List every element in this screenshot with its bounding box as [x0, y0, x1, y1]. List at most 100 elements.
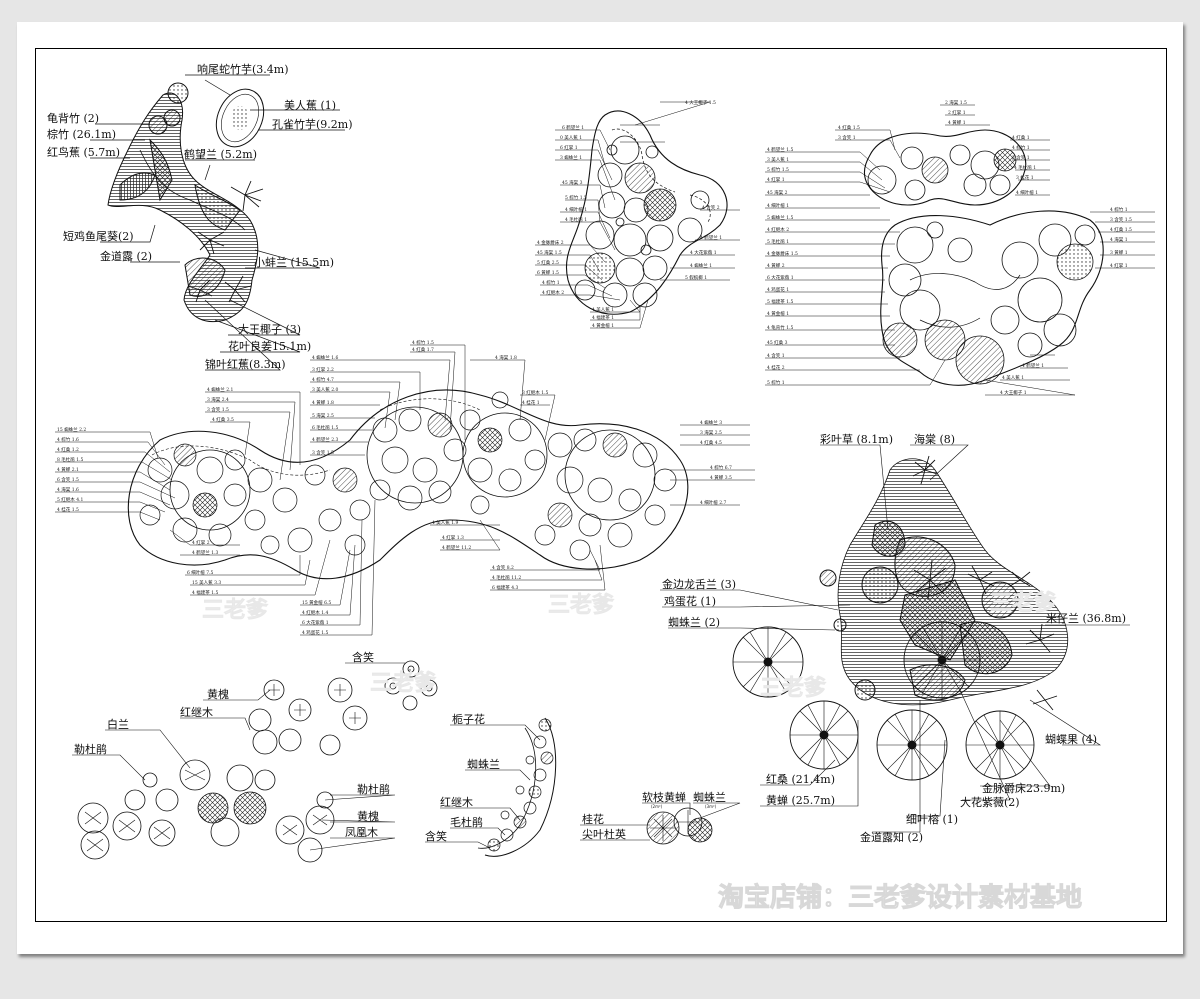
drawing-frame: [35, 48, 1167, 922]
svg-text:4 桂花 2: 4 桂花 2: [767, 364, 785, 371]
legend-label: 含笑: [352, 650, 374, 664]
plan-a-label: 短鸡鱼尾葵(2): [63, 229, 134, 243]
legend-labels: 含笑 黄槐 红继木 白兰 勒杜鹃 勒杜鹃 黄槐 凤凰木 栀子花 蜘蛛兰 红继木 …: [74, 650, 726, 843]
legend-label: 红继木: [440, 796, 473, 809]
svg-text:4 细叶榕 1: 4 细叶榕 1: [1016, 189, 1038, 196]
svg-text:5 福建茶 1.5: 5 福建茶 1.5: [767, 298, 794, 305]
svg-text:4 福建茶 1: 4 福建茶 1: [592, 314, 614, 321]
plan-d-long-bed: 15 蜘蛛兰 2.24 棕竹 1.64 红桑 1.2 8 毛杜鹃 1.54 黄蝉…: [55, 339, 755, 636]
plan-e-label: 红桑 (21.4m): [766, 773, 835, 786]
svg-text:4 鹤望兰 11.2: 4 鹤望兰 11.2: [442, 544, 471, 551]
svg-text:4 美人蕉 1.9: 4 美人蕉 1.9: [432, 519, 459, 526]
svg-text:4 红桑 1.7: 4 红桑 1.7: [412, 346, 434, 353]
plan-e-label: 黄蝉 (25.7m): [766, 793, 835, 807]
plan-a-label: 龟背竹 (2): [47, 111, 99, 125]
svg-text:4 鹤望兰 2.3: 4 鹤望兰 2.3: [312, 436, 339, 443]
svg-text:4 黄金榕 1: 4 黄金榕 1: [592, 322, 614, 329]
symbol-bailan-dujuan: [77, 759, 211, 860]
svg-text:2 红掌 1: 2 红掌 1: [948, 109, 966, 116]
watermarks: 三老爹 三老爹 三老爹 三老爹 三老爹 淘宝店铺：三老爹设计素材基地: [202, 590, 1083, 914]
plan-a-island-bed: [90, 74, 345, 371]
svg-text:4 棕竹 6.7: 4 棕竹 6.7: [710, 464, 732, 471]
plan-a-label: 花叶良姜15.1m): [228, 339, 311, 353]
svg-text:4 大王椰子 1: 4 大王椰子 1: [1000, 389, 1027, 396]
svg-text:3 美人蕉 2.0: 3 美人蕉 2.0: [312, 386, 339, 393]
plan-e-label: 金道露知 (2): [860, 830, 923, 844]
svg-text:3 含笑 1.5: 3 含笑 1.5: [312, 449, 334, 456]
plan-a-label: 棕竹 (26.1m): [47, 127, 116, 141]
svg-text:6 大花紫薇 1: 6 大花紫薇 1: [767, 274, 794, 281]
plan-a-label: 鹤望兰 (5.2m): [184, 147, 257, 161]
svg-text:4 红桑 1: 4 红桑 1: [1012, 134, 1030, 141]
plan-a-label: 红鸟蕉 (5.7m): [47, 145, 120, 159]
plan-e-label: 金边龙舌兰 (3): [662, 577, 736, 591]
svg-text:4 红掌 1: 4 红掌 1: [1110, 262, 1128, 269]
svg-text:5 棕竹 1: 5 棕竹 1: [767, 379, 785, 386]
plan-e-label: 细叶榕 (1): [906, 812, 958, 826]
svg-text:4 蜘蛛兰 1.6: 4 蜘蛛兰 1.6: [312, 354, 339, 361]
svg-text:4 鹤望兰 1.3: 4 鹤望兰 1.3: [192, 549, 219, 556]
legend-label: 黄槐: [207, 687, 229, 701]
legend-label: 栀子花: [452, 712, 485, 726]
plan-b-center-bed: 4 大王椰子 1.56 鹤望兰 1 0 美人蕉 16 红掌 13 蜘蛛兰 1 4…: [535, 99, 740, 329]
svg-text:4 红继木 1.4: 4 红继木 1.4: [302, 609, 329, 616]
svg-text:4 大花紫薇 1: 4 大花紫薇 1: [690, 249, 717, 256]
svg-text:3 黄蝉 1: 3 黄蝉 1: [1110, 249, 1128, 256]
legend-label: 桂花: [582, 812, 604, 826]
symbol-cluster-guihua: [646, 807, 713, 845]
svg-text:4 细叶榕 2.7: 4 细叶榕 2.7: [700, 499, 727, 506]
svg-text:3 含笑 1.5: 3 含笑 1.5: [1110, 216, 1132, 223]
svg-text:3 桂花 1: 3 桂花 1: [1016, 174, 1034, 181]
svg-text:4 含笑 8.2: 4 含笑 8.2: [492, 564, 514, 571]
plan-a-label: 孔雀竹芋(9.2m): [272, 117, 353, 131]
svg-text:4 毛杜鹃 1: 4 毛杜鹃 1: [1014, 164, 1036, 171]
plan-e-label: 蝴蝶果 (4): [1045, 732, 1097, 746]
svg-text:3 含笑 1: 3 含笑 1: [838, 134, 856, 141]
svg-text:45 海棠 1.5: 45 海棠 1.5: [537, 249, 562, 256]
svg-text:4 毛杜鹃 1: 4 毛杜鹃 1: [565, 216, 587, 223]
svg-text:8 毛杜鹃 1.5: 8 毛杜鹃 1.5: [57, 456, 84, 463]
svg-text:4 大王椰子 1.5: 4 大王椰子 1.5: [685, 99, 716, 106]
svg-text:4 海棠 1.8: 4 海棠 1.8: [495, 354, 517, 361]
plan-a-label: 金道露 (2): [100, 249, 152, 263]
svg-text:4 棕竹 1.6: 4 棕竹 1.6: [57, 436, 79, 443]
plan-a-labels: 响尾蛇竹芋(3.4m) 美人蕉 (1) 孔雀竹芋(9.2m) 龟背竹 (2) 棕…: [47, 62, 353, 371]
legend-label: 毛杜鹃: [450, 815, 483, 829]
svg-text:5 假槟榔 1: 5 假槟榔 1: [685, 274, 707, 281]
svg-text:5 毛杜鹃 1: 5 毛杜鹃 1: [767, 238, 789, 245]
svg-text:5 棕竹 1.5: 5 棕竹 1.5: [565, 194, 587, 201]
brand-watermark: 三老爹: [548, 592, 615, 618]
svg-text:4 黄蝉 2.1: 4 黄蝉 2.1: [57, 466, 79, 473]
svg-text:4 鹤望兰 1: 4 鹤望兰 1: [1022, 362, 1044, 369]
svg-text:4 金脉爵床 2: 4 金脉爵床 2: [537, 239, 564, 246]
shop-watermark: 淘宝店铺：三老爹设计素材基地: [718, 882, 1082, 913]
svg-text:5 蜘蛛兰 1.5: 5 蜘蛛兰 1.5: [767, 214, 794, 221]
svg-text:6 毛杜鹃 1.5: 6 毛杜鹃 1.5: [312, 424, 339, 431]
svg-text:6 福建茶 4.3: 6 福建茶 4.3: [492, 584, 519, 591]
svg-text:6 细叶榕 7.5: 6 细叶榕 7.5: [187, 569, 214, 576]
svg-text:3 蜘蛛兰 1: 3 蜘蛛兰 1: [560, 154, 582, 161]
svg-text:15 美人蕉 3.3: 15 美人蕉 3.3: [192, 579, 221, 586]
svg-text:45 海棠 2: 45 海棠 2: [767, 189, 788, 196]
svg-text:3 含笑 1.5: 3 含笑 1.5: [207, 406, 229, 413]
plan-e-label: 海棠 (8): [914, 432, 955, 446]
svg-text:6 红掌 1: 6 红掌 1: [560, 144, 578, 151]
svg-text:5 棕竹 1.5: 5 棕竹 1.5: [767, 166, 789, 173]
legend-label: 尖叶杜英: [582, 827, 626, 841]
svg-text:4 鹤望兰 1: 4 鹤望兰 1: [700, 234, 722, 241]
svg-text:4 棕竹 4.7: 4 棕竹 4.7: [312, 376, 334, 383]
legend-label: 红继木: [180, 706, 213, 719]
svg-text:4 红掌 1.3: 4 红掌 1.3: [442, 534, 464, 541]
svg-text:4 蜘蛛兰 1: 4 蜘蛛兰 1: [690, 262, 712, 269]
plan-e-label: 鸡蛋花 (1): [664, 594, 716, 608]
plan-e-label: 大花紫薇(2): [960, 795, 1020, 809]
svg-text:4 黄蝉 3.5: 4 黄蝉 3.5: [710, 474, 732, 481]
svg-text:4 含笑 1: 4 含笑 1: [767, 352, 785, 359]
svg-text:2 海棠 1.5: 2 海棠 1.5: [945, 99, 967, 106]
symbol-huanghuai-fenghuang: [197, 764, 335, 863]
svg-text:3 红继木 1.5: 3 红继木 1.5: [522, 389, 549, 396]
brand-watermark: 三老爹: [202, 597, 269, 623]
svg-text:5 红桑 2.5: 5 红桑 2.5: [537, 259, 559, 266]
svg-text:4 蜘蛛兰 3: 4 蜘蛛兰 3: [700, 419, 722, 426]
svg-text:4 红掌 2: 4 红掌 2: [192, 539, 210, 546]
